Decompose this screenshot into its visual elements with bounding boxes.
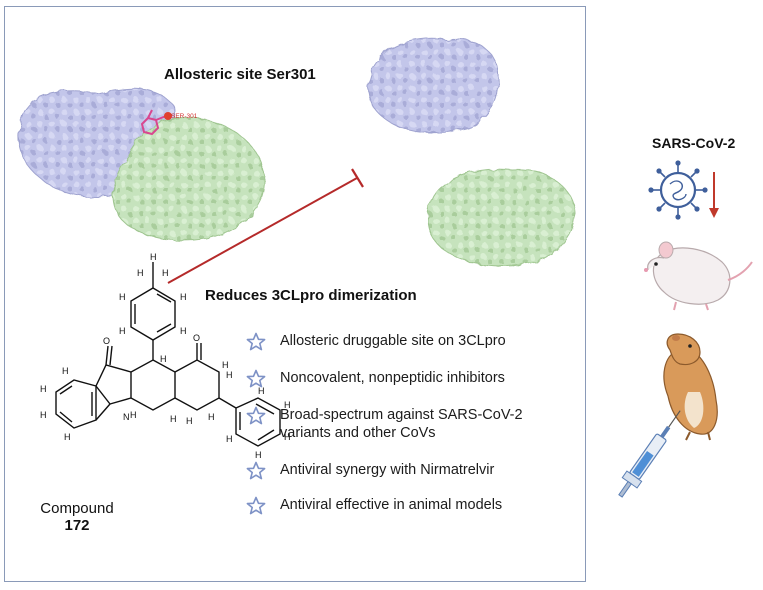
atom-h-benzo: H: [64, 432, 71, 442]
mouse-icon: [644, 241, 753, 311]
atom-h-benzo: H: [40, 384, 47, 394]
atom-h-methyl: H: [162, 268, 169, 278]
atom-h-benzo: H: [40, 410, 47, 420]
syringe-icon: [618, 410, 681, 498]
feature-item: Allosteric druggable site on 3CLpro: [246, 332, 576, 351]
inhibition-arrow: [167, 168, 364, 284]
atom-h-methyl: H: [137, 268, 144, 278]
dimer-protein-surface: [18, 88, 266, 241]
compound-atom-labels: O O N H H H H H H H H H H H H H H H H H …: [40, 252, 291, 460]
compound-172-structure: [55, 262, 281, 447]
allosteric-site-label: Allosteric site Ser301: [164, 66, 316, 83]
feature-text: Broad-spectrum against SARS-CoV-2: [280, 407, 523, 423]
monomer-b-surface: [427, 168, 576, 267]
star-icon: [246, 461, 266, 480]
feature-item: Antiviral effective in animal models: [246, 496, 576, 515]
atom-h-ch2: H: [222, 360, 229, 370]
star-icon: [246, 369, 266, 388]
compound-number: 172: [64, 517, 90, 534]
dimerization-label: Reduces 3CLpro dimerization: [205, 287, 417, 304]
atom-h-aryl: H: [180, 292, 187, 302]
star-icon: [246, 496, 266, 515]
ser301-residue-marker: [164, 112, 172, 120]
atom-h-phenyl: H: [226, 434, 233, 444]
feature-item: Noncovalent, nonpeptidic inhibitors: [246, 369, 576, 388]
compound-word: Compound: [40, 500, 114, 517]
atom-h-ch2: H: [186, 416, 193, 426]
feature-text: Antiviral synergy with Nirmatrelvir: [280, 462, 495, 478]
virus-label: SARS-CoV-2: [652, 135, 736, 151]
ligand-bound: [140, 109, 172, 136]
red-down-arrow-icon: [709, 172, 719, 218]
atom-h-methyl: H: [150, 252, 157, 262]
feature-text-continued: variants and other CoVs: [280, 425, 436, 441]
feature-list: Allosteric druggable site on 3CLpro Nonc…: [246, 332, 576, 515]
separated-monomers: [367, 37, 576, 267]
atom-h-aryl: H: [119, 326, 126, 336]
protomer-b-surface: [112, 117, 266, 241]
atom-o-right: O: [193, 333, 200, 343]
ser301-tag: SER-301: [171, 113, 198, 120]
feature-text: Antiviral effective in animal models: [280, 497, 503, 513]
feature-item: Antiviral synergy with Nirmatrelvir: [246, 461, 576, 480]
atom-h-aryl: H: [180, 326, 187, 336]
atom-h-ch2: H: [170, 414, 177, 424]
hamster-icon: [663, 333, 718, 441]
sars-cov-2-virus-icon: [648, 160, 708, 220]
atom-h-nh: H: [130, 410, 137, 420]
monomer-a-surface: [367, 37, 499, 134]
star-icon: [246, 406, 266, 425]
atom-h-phenyl: H: [284, 432, 291, 442]
atom-h-ch: H: [208, 412, 215, 422]
compound-label: Compound 172: [32, 500, 122, 534]
atom-h-ch2: H: [226, 370, 233, 380]
atom-h-phenyl: H: [258, 386, 265, 396]
atom-h-phenyl: H: [284, 400, 291, 410]
feature-text: Noncovalent, nonpeptidic inhibitors: [280, 370, 505, 386]
feature-item: Broad-spectrum against SARS-CoV-2 varian…: [246, 406, 576, 442]
star-icon: [246, 332, 266, 351]
atom-o-left: O: [103, 336, 110, 346]
feature-text: Allosteric druggable site on 3CLpro: [280, 333, 506, 349]
main-panel: [4, 6, 586, 582]
atom-n: N: [123, 412, 130, 422]
atom-h-ch: H: [160, 354, 167, 364]
atom-h-aryl: H: [119, 292, 126, 302]
atom-h-phenyl: H: [255, 450, 262, 460]
atom-h-benzo: H: [62, 366, 69, 376]
